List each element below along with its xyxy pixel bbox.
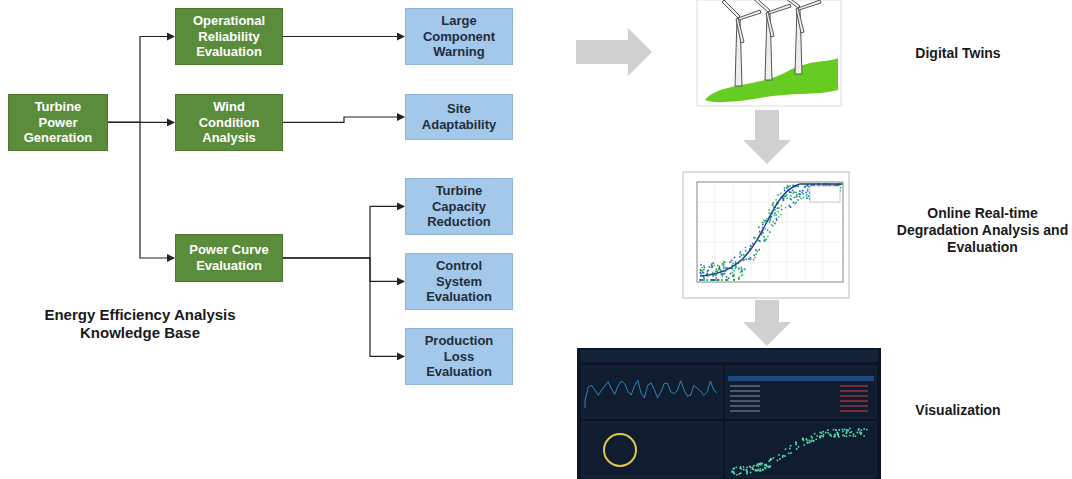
box-text: Power Curve Evaluation	[182, 242, 276, 273]
result-box: Turbine Capacity Reduction	[405, 178, 513, 235]
box-text: Control System Evaluation	[412, 258, 506, 305]
process-box: Power Curve Evaluation	[175, 234, 283, 282]
box-text: Site Adaptability	[412, 101, 506, 132]
box-text: Large Component Warning	[412, 13, 506, 60]
connector-arrow	[283, 117, 404, 122]
stage-label: Visualization	[878, 402, 1038, 419]
connector-arrow	[108, 122, 174, 258]
flow-arrow	[576, 28, 652, 76]
flow-arrow	[743, 300, 791, 346]
process-box: Operational Reliability Evaluation	[175, 8, 283, 65]
connector-arrow	[283, 258, 404, 356]
result-box: Large Component Warning	[405, 8, 513, 65]
box-text: Operational Reliability Evaluation	[182, 13, 276, 60]
result-box: Production Loss Evaluation	[405, 328, 513, 385]
result-box: Control System Evaluation	[405, 253, 513, 310]
connector-arrow	[283, 206, 404, 258]
box-text: Turbine Power Generation	[15, 99, 101, 146]
process-box: Wind Condition Analysis	[175, 94, 283, 151]
wind-turbine-illustration	[697, 0, 841, 106]
connector-arrow	[283, 258, 404, 281]
flow-arrow	[743, 110, 791, 164]
box-text: Production Loss Evaluation	[412, 333, 506, 380]
connector-arrow	[108, 37, 174, 123]
caption-label: Energy Efficiency Analysis Knowledge Bas…	[20, 306, 260, 342]
box-text: Turbine Capacity Reduction	[412, 183, 506, 230]
process-box: Turbine Power Generation	[8, 94, 108, 151]
power-curve-chart	[683, 172, 849, 298]
dashboard-screenshot	[577, 348, 881, 479]
result-box: Site Adaptability	[405, 94, 513, 140]
stage-label: Digital Twins	[878, 45, 1038, 62]
connector-arrow	[283, 36, 404, 37]
stage-label: Online Real-time Degradation Analysis an…	[893, 205, 1072, 255]
box-text: Wind Condition Analysis	[182, 99, 276, 146]
